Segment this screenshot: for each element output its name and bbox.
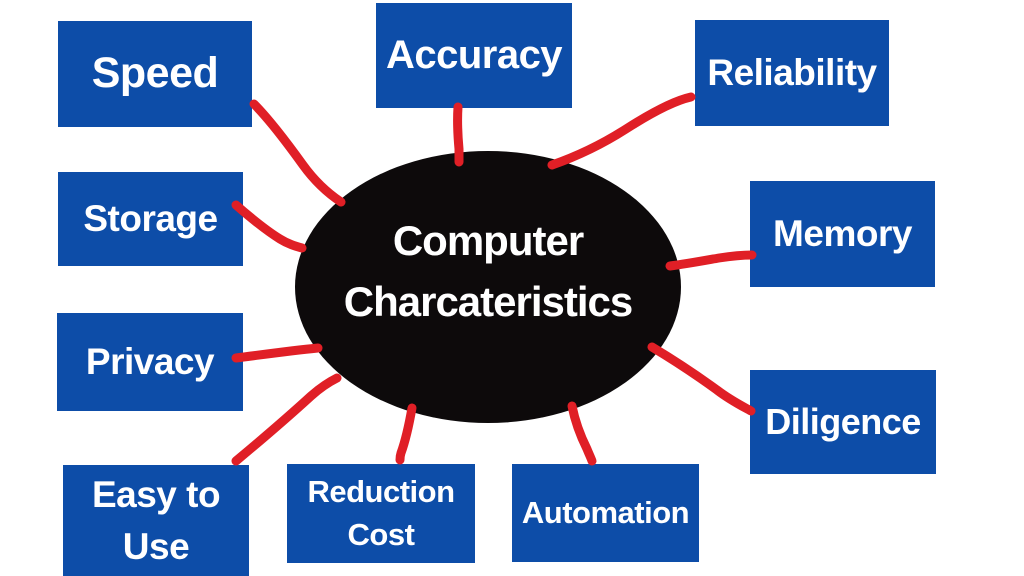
center-title-line1: Computer	[392, 217, 584, 265]
node-reliability: Reliability	[695, 20, 889, 126]
connector-diligence	[647, 342, 756, 416]
node-reduction-cost: Reduction Cost	[287, 464, 475, 563]
center-ellipse: Computer Charcateristics	[295, 151, 681, 423]
node-diligence-label: Diligence	[765, 401, 921, 443]
center-title: Computer Charcateristics	[344, 211, 633, 333]
node-storage-label: Storage	[83, 198, 218, 240]
node-speed: Speed	[58, 21, 252, 127]
connector-speed	[249, 99, 346, 207]
connector-privacy	[231, 343, 323, 363]
node-privacy: Privacy	[57, 313, 243, 411]
connector-automation	[567, 401, 597, 466]
connector-reliability	[547, 92, 696, 170]
node-memory: Memory	[750, 181, 935, 287]
node-automation-label: Automation	[521, 494, 690, 530]
node-accuracy-label: Accuracy	[385, 32, 563, 77]
connector-reduction	[395, 403, 417, 465]
node-privacy-label: Privacy	[85, 341, 215, 383]
node-automation: Automation	[512, 464, 699, 562]
connector-easy	[231, 373, 342, 466]
node-accuracy: Accuracy	[376, 3, 572, 108]
node-easy-to-use: Easy to Use	[63, 465, 249, 576]
center-title-line2: Charcateristics	[343, 278, 633, 325]
node-storage: Storage	[58, 172, 243, 266]
connector-memory	[665, 250, 757, 271]
node-reliability-label: Reliability	[707, 52, 877, 94]
node-diligence: Diligence	[750, 370, 936, 474]
node-reduction-cost-label: Reduction Cost	[307, 473, 455, 552]
node-memory-label: Memory	[773, 213, 912, 255]
node-speed-label: Speed	[91, 49, 219, 98]
node-easy-to-use-label: Easy to Use	[91, 474, 221, 567]
connector-storage	[231, 200, 307, 253]
